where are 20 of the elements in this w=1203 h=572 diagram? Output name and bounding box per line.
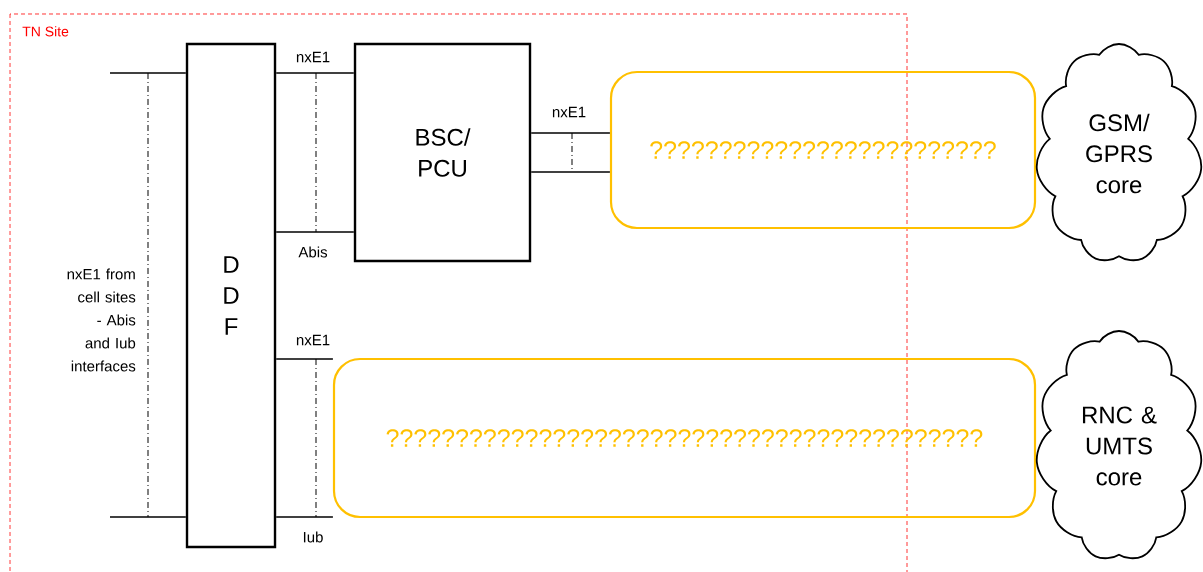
connector-line — [530, 132, 611, 134]
edge-label: nxE1 — [550, 105, 588, 119]
rounded-box: ??????????????????????????????????????????? — [332, 357, 1037, 519]
connector-line — [530, 171, 611, 173]
edge-label: Iub — [301, 530, 325, 544]
edge-label: Abis — [297, 245, 329, 259]
rounded-box: ????????????????????????? — [609, 70, 1037, 230]
interface-note: nxE1 from cell sites - Abis and Iub interfaces — [67, 268, 136, 372]
edge-label: nxE1 — [294, 333, 332, 347]
connector-line — [109, 516, 187, 518]
equipment-box: D D F — [185, 42, 277, 549]
network-cloud: RNC & UMTS core — [1035, 330, 1203, 560]
connector-line — [275, 72, 355, 74]
connector-line — [275, 516, 334, 518]
connector-line — [275, 358, 334, 360]
network-cloud: GSM/ GPRS core — [1035, 43, 1203, 262]
connector-line — [275, 231, 355, 233]
connector-line — [109, 72, 187, 74]
edge-label: nxE1 — [294, 50, 332, 64]
equipment-box: BSC/ PCU — [353, 42, 532, 263]
